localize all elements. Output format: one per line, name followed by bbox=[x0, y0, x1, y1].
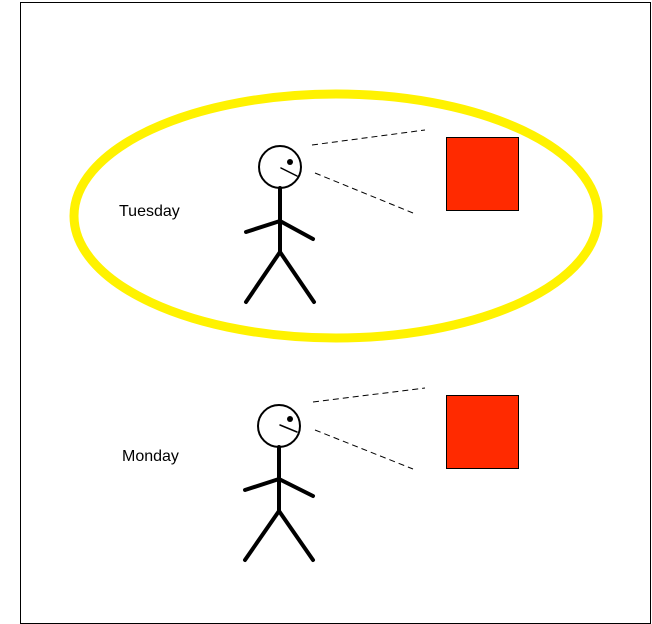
figure-gaze-mark bbox=[281, 168, 297, 176]
figure-arm-right bbox=[279, 479, 313, 496]
figure-head bbox=[258, 405, 300, 447]
gaze-lines bbox=[313, 388, 425, 469]
figure-eye bbox=[287, 159, 293, 165]
figure-arm-right bbox=[280, 221, 313, 239]
red-square-icon bbox=[447, 138, 519, 211]
figure-leg-right bbox=[280, 252, 314, 302]
stick-figure-icon bbox=[245, 405, 313, 560]
gaze-lines bbox=[312, 130, 425, 213]
stick-figure-icon bbox=[246, 146, 314, 302]
day-label-tuesday: Tuesday bbox=[119, 203, 180, 220]
figure-eye bbox=[287, 416, 293, 422]
gaze-line-lower bbox=[315, 430, 413, 469]
figure-leg-left bbox=[246, 252, 280, 302]
figure-head bbox=[259, 146, 301, 188]
gaze-line-upper bbox=[312, 130, 425, 145]
figure-arm-left bbox=[246, 221, 280, 232]
figure-leg-left bbox=[245, 511, 279, 560]
figure-leg-right bbox=[279, 511, 313, 560]
panel-monday: Monday bbox=[122, 388, 519, 560]
gaze-line-lower bbox=[315, 173, 413, 213]
day-label-monday: Monday bbox=[122, 448, 179, 465]
figure-gaze-mark bbox=[280, 425, 297, 432]
panel-tuesday: Tuesday bbox=[119, 130, 519, 302]
gaze-line-upper bbox=[313, 388, 425, 402]
red-square-icon bbox=[447, 396, 519, 469]
figure-arm-left bbox=[245, 479, 279, 490]
